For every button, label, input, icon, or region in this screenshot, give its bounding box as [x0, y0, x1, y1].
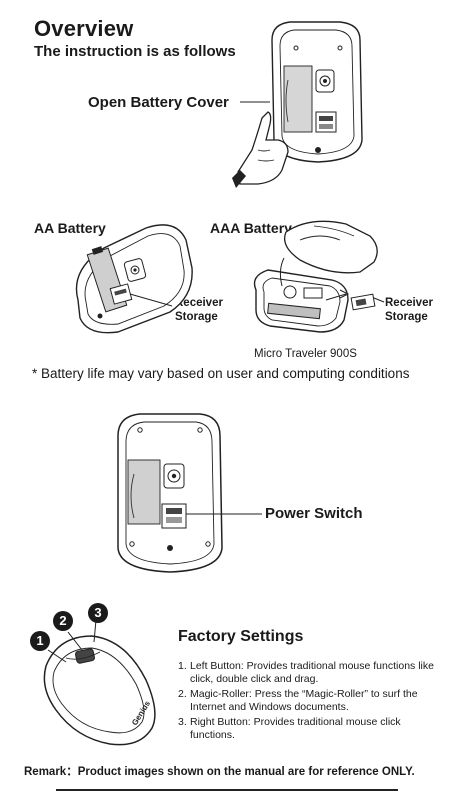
- receiver-storage-label-right: Receiver Storage: [385, 296, 433, 324]
- badge-1: 1: [30, 631, 50, 651]
- power-switch-label: Power Switch: [265, 505, 363, 522]
- factory-settings-title: Factory Settings: [178, 628, 304, 645]
- receiver-storage-label-left: Receiver Storage: [175, 296, 223, 324]
- list-item-text: Right Button: Provides traditional mouse…: [190, 716, 401, 741]
- receiver-storage-right-line2: Storage: [385, 311, 428, 323]
- list-item-number: 3.: [178, 716, 187, 728]
- list-item: 1.Left Button: Provides traditional mous…: [178, 660, 434, 685]
- remark-text: Remark：Product images shown on the manua…: [24, 766, 415, 778]
- mouse-aa-battery-illustration: [75, 224, 193, 334]
- receiver-storage-right-line1: Receiver: [385, 297, 433, 309]
- aaa-battery-label: AAA Battery: [210, 220, 292, 236]
- list-item-number: 2.: [178, 688, 187, 700]
- battery-life-note: * Battery life may vary based on user an…: [32, 366, 410, 381]
- badge-2: 2: [53, 611, 73, 631]
- list-item-text: Magic-Roller: Press the “Magic-Roller” t…: [190, 688, 418, 713]
- aa-battery-label: AA Battery: [34, 220, 106, 236]
- receiver-storage-left-line2: Storage: [175, 311, 218, 323]
- page-subtitle: The instruction is as follows: [34, 43, 236, 60]
- list-item-number: 1.: [178, 660, 187, 672]
- model-caption: Micro Traveler 900S: [254, 348, 357, 360]
- factory-settings-list: 1.Left Button: Provides traditional mous…: [178, 660, 434, 744]
- mouse-bottom-illustration-1: [232, 21, 363, 188]
- badge-3: 3: [88, 603, 108, 623]
- receiver-storage-left-line1: Receiver: [175, 297, 223, 309]
- open-battery-cover-label: Open Battery Cover: [88, 94, 229, 111]
- list-item: 2.Magic-Roller: Press the “Magic-Roller”…: [178, 688, 434, 713]
- mouse-top-illustration: Genius: [43, 619, 156, 746]
- list-item: 3.Right Button: Provides traditional mou…: [178, 716, 434, 741]
- mouse-power-switch-illustration: [117, 413, 262, 573]
- footer-divider: [56, 789, 398, 791]
- page-title: Overview: [34, 16, 134, 41]
- list-item-text: Left Button: Provides traditional mouse …: [190, 660, 434, 685]
- mouse-aaa-battery-illustration: [253, 220, 385, 333]
